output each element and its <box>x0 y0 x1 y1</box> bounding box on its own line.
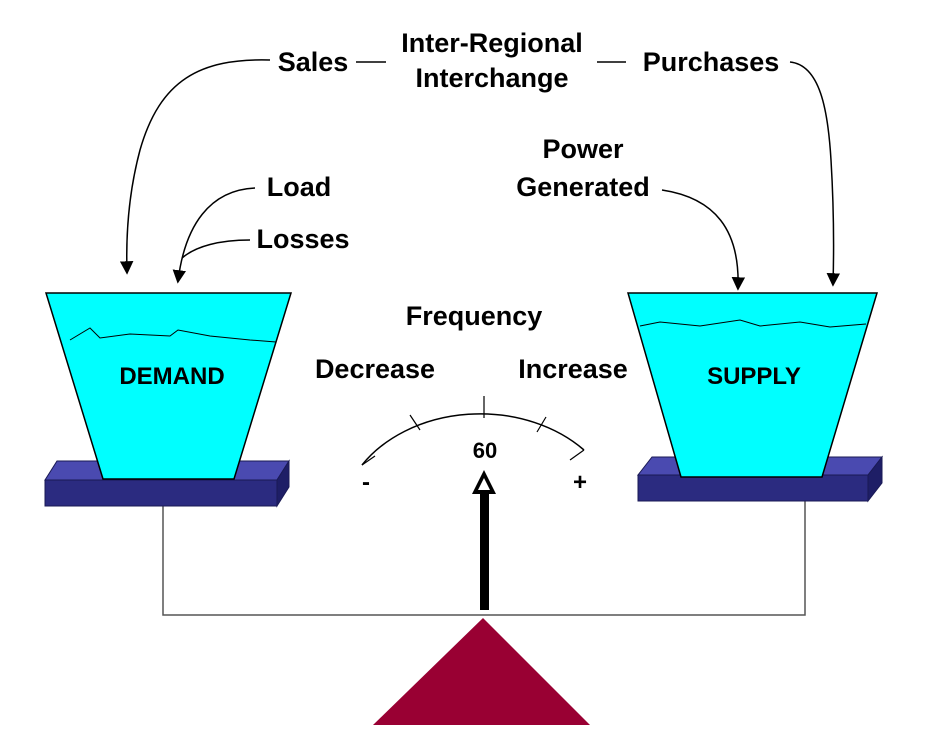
load-arrow <box>172 187 256 284</box>
frequency-label: Frequency <box>406 301 543 331</box>
purchases-arrow <box>789 61 841 287</box>
demand-bucket: DEMAND <box>44 292 293 480</box>
losses-label: Losses <box>256 224 349 254</box>
gauge-minus: - <box>362 469 370 496</box>
demand-label: DEMAND <box>119 363 224 390</box>
power-arrow <box>661 189 746 291</box>
supply-water-line <box>639 319 867 328</box>
supply-bucket: SUPPLY <box>627 292 879 478</box>
gauge-tick <box>361 455 376 466</box>
load-label: Load <box>267 172 332 202</box>
gauge-plus: + <box>573 469 587 496</box>
increase-label: Increase <box>518 354 628 384</box>
gauge-arc <box>361 413 585 466</box>
sales-arrow <box>119 59 271 275</box>
generated-label: Generated <box>516 172 650 202</box>
gauge-value: 60 <box>473 438 497 463</box>
gauge-tick <box>569 449 585 461</box>
demand-water-line <box>69 327 277 343</box>
inter-regional-label: Inter-Regional <box>401 28 583 58</box>
power-label: Power <box>542 134 624 164</box>
gauge-tick <box>409 414 421 431</box>
losses-arrow <box>181 239 251 259</box>
frequency-gauge: 60 - + <box>361 396 587 496</box>
scale-beam <box>162 500 806 616</box>
fulcrum-triangle <box>373 618 590 725</box>
decrease-label: Decrease <box>315 354 435 384</box>
supply-label: SUPPLY <box>707 363 801 390</box>
gauge-needle <box>472 470 496 610</box>
interchange-label: Interchange <box>415 63 568 93</box>
sales-label: Sales <box>278 47 349 77</box>
gauge-tick <box>536 416 547 433</box>
purchases-label: Purchases <box>643 47 780 77</box>
